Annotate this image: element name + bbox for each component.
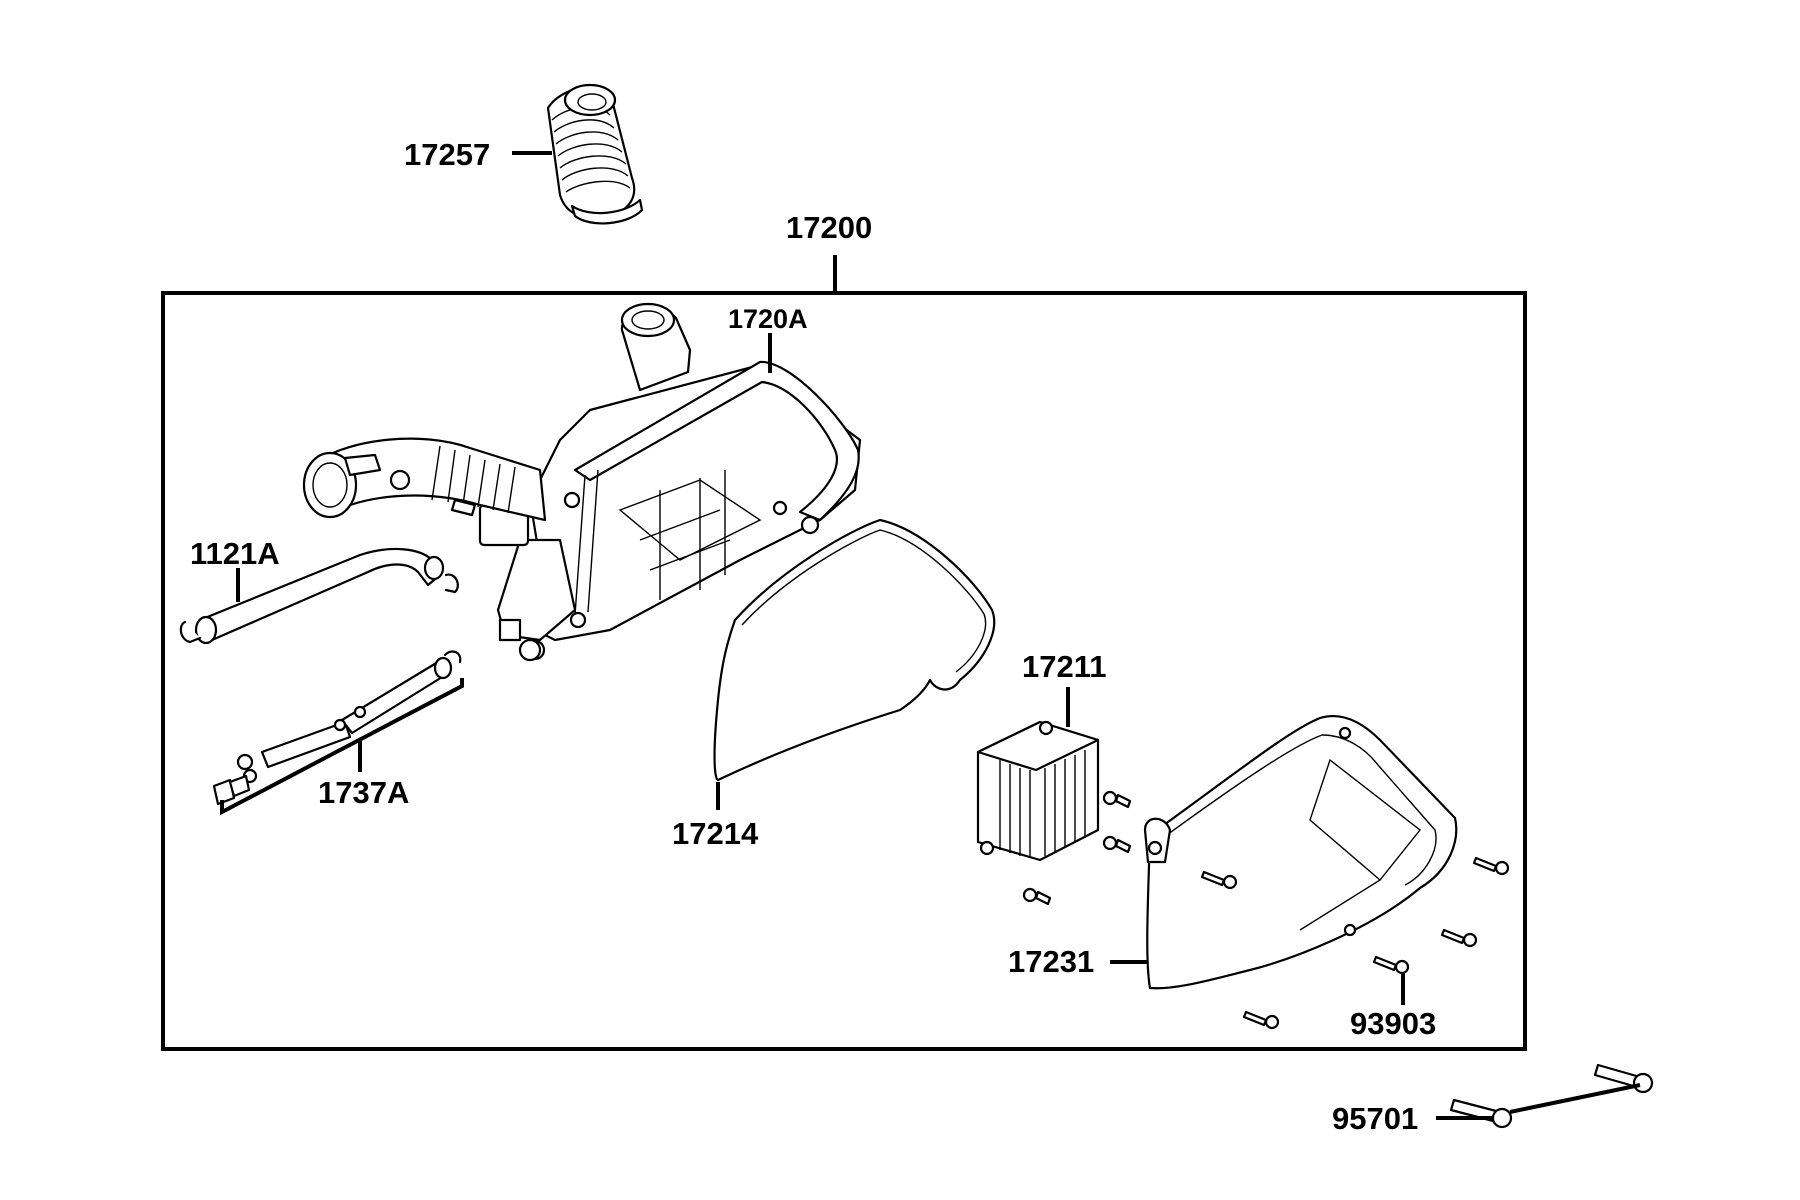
label-17231: 17231 bbox=[1008, 944, 1095, 979]
assembly-frame bbox=[161, 291, 1527, 1051]
intake-duct[interactable] bbox=[302, 437, 547, 522]
label-95701: 95701 bbox=[1332, 1101, 1419, 1136]
label-1121A: 1121A bbox=[190, 536, 280, 571]
label-17257: 17257 bbox=[404, 137, 491, 172]
part-17214-gasket[interactable] bbox=[713, 518, 996, 782]
leader-1737A bbox=[220, 678, 464, 816]
part-17211-filter-element[interactable] bbox=[976, 720, 1100, 862]
label-1720A: 1720A bbox=[728, 304, 808, 334]
connector-95701 bbox=[1509, 1083, 1641, 1114]
label-93903: 93903 bbox=[1350, 1006, 1437, 1041]
label-1737A: 1737A bbox=[318, 775, 410, 810]
label-17211: 17211 bbox=[1022, 649, 1107, 684]
part-93903-screws[interactable] bbox=[1022, 790, 1510, 1030]
part-1121A-breather-hose[interactable] bbox=[179, 547, 459, 645]
part-17231-cover[interactable] bbox=[1143, 714, 1458, 990]
label-17200: 17200 bbox=[786, 210, 873, 245]
label-17214: 17214 bbox=[672, 816, 759, 851]
part-17257-bellows-hose[interactable] bbox=[546, 83, 644, 225]
part-1720A-air-box-housing[interactable] bbox=[478, 302, 862, 662]
part-1737A-drain-hose-set[interactable] bbox=[212, 650, 462, 806]
